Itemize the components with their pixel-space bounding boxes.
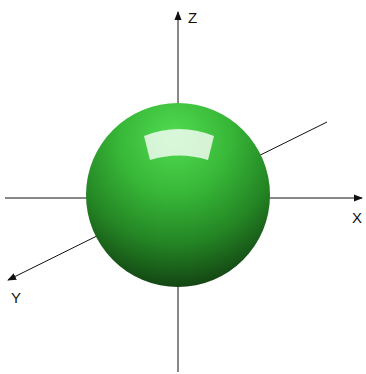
specular-highlight [144,129,214,160]
axis-label: Y [11,290,21,305]
axis-label: X [352,210,362,225]
axis-label: Z [188,10,197,25]
green-sphere [86,103,270,287]
